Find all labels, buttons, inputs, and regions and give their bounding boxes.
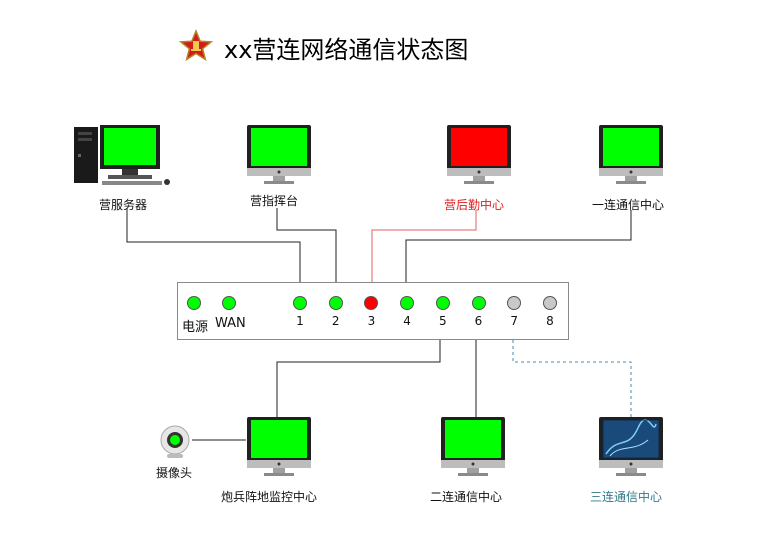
company2-monitor[interactable] xyxy=(440,416,506,478)
link-command xyxy=(276,208,337,282)
logistics-monitor[interactable] xyxy=(446,124,512,186)
port-7-number: 7 xyxy=(510,314,518,328)
wan-label: WAN xyxy=(215,316,246,331)
port-1-number: 1 xyxy=(296,314,304,328)
link-artillery xyxy=(276,340,441,418)
desktop-tower-icon xyxy=(74,127,98,183)
monitor-icon xyxy=(247,417,311,476)
link-logistics xyxy=(371,210,477,282)
monitor-icon xyxy=(447,125,511,184)
power-label: 电源 xyxy=(182,320,209,335)
server-screen xyxy=(104,128,156,165)
wan-led xyxy=(222,296,236,310)
company3-label: 三连通信中心 xyxy=(590,490,663,504)
port-3-number: 3 xyxy=(367,314,376,328)
port-5-number: 5 xyxy=(438,314,447,328)
monitor-icon xyxy=(441,417,505,476)
port-6-number: 6 xyxy=(474,314,483,328)
port-3-led xyxy=(364,296,379,310)
command-monitor[interactable] xyxy=(246,124,312,186)
port-8-led xyxy=(542,296,557,310)
port-2-number: 2 xyxy=(331,314,340,328)
link-company3 xyxy=(512,340,632,418)
port-1-led xyxy=(293,296,307,310)
company1-monitor[interactable] xyxy=(598,124,664,186)
webcam-icon[interactable] xyxy=(158,424,194,460)
company3-monitor[interactable] xyxy=(598,416,664,478)
link-server xyxy=(126,208,301,282)
company2-label: 二连通信中心 xyxy=(430,490,503,504)
network-switch xyxy=(177,282,569,340)
page-title: xx营连网络通信状态图 xyxy=(224,36,469,64)
camera-label: 摄像头 xyxy=(156,466,193,480)
port-8-number: 8 xyxy=(546,314,554,328)
link-company1 xyxy=(405,210,632,282)
logistics-label: 营后勤中心 xyxy=(444,198,505,212)
monitor-icon xyxy=(599,125,663,184)
command-label: 营指挥台 xyxy=(250,194,299,208)
server-label: 营服务器 xyxy=(99,198,148,212)
star-emblem-icon xyxy=(178,29,214,62)
port-5-led xyxy=(435,296,450,310)
server-computer[interactable] xyxy=(72,124,172,188)
port-6-led xyxy=(471,296,486,310)
company1-label: 一连通信中心 xyxy=(592,198,665,212)
power-led xyxy=(187,296,201,310)
port-7-led xyxy=(507,296,522,310)
port-4-led xyxy=(400,296,415,310)
artillery-monitor[interactable] xyxy=(246,416,312,478)
monitor-icon xyxy=(247,125,311,184)
port-2-led xyxy=(328,296,343,310)
port-4-number: 4 xyxy=(403,314,411,328)
artillery-label: 炮兵阵地监控中心 xyxy=(221,490,318,504)
monitor-icon xyxy=(599,417,663,476)
